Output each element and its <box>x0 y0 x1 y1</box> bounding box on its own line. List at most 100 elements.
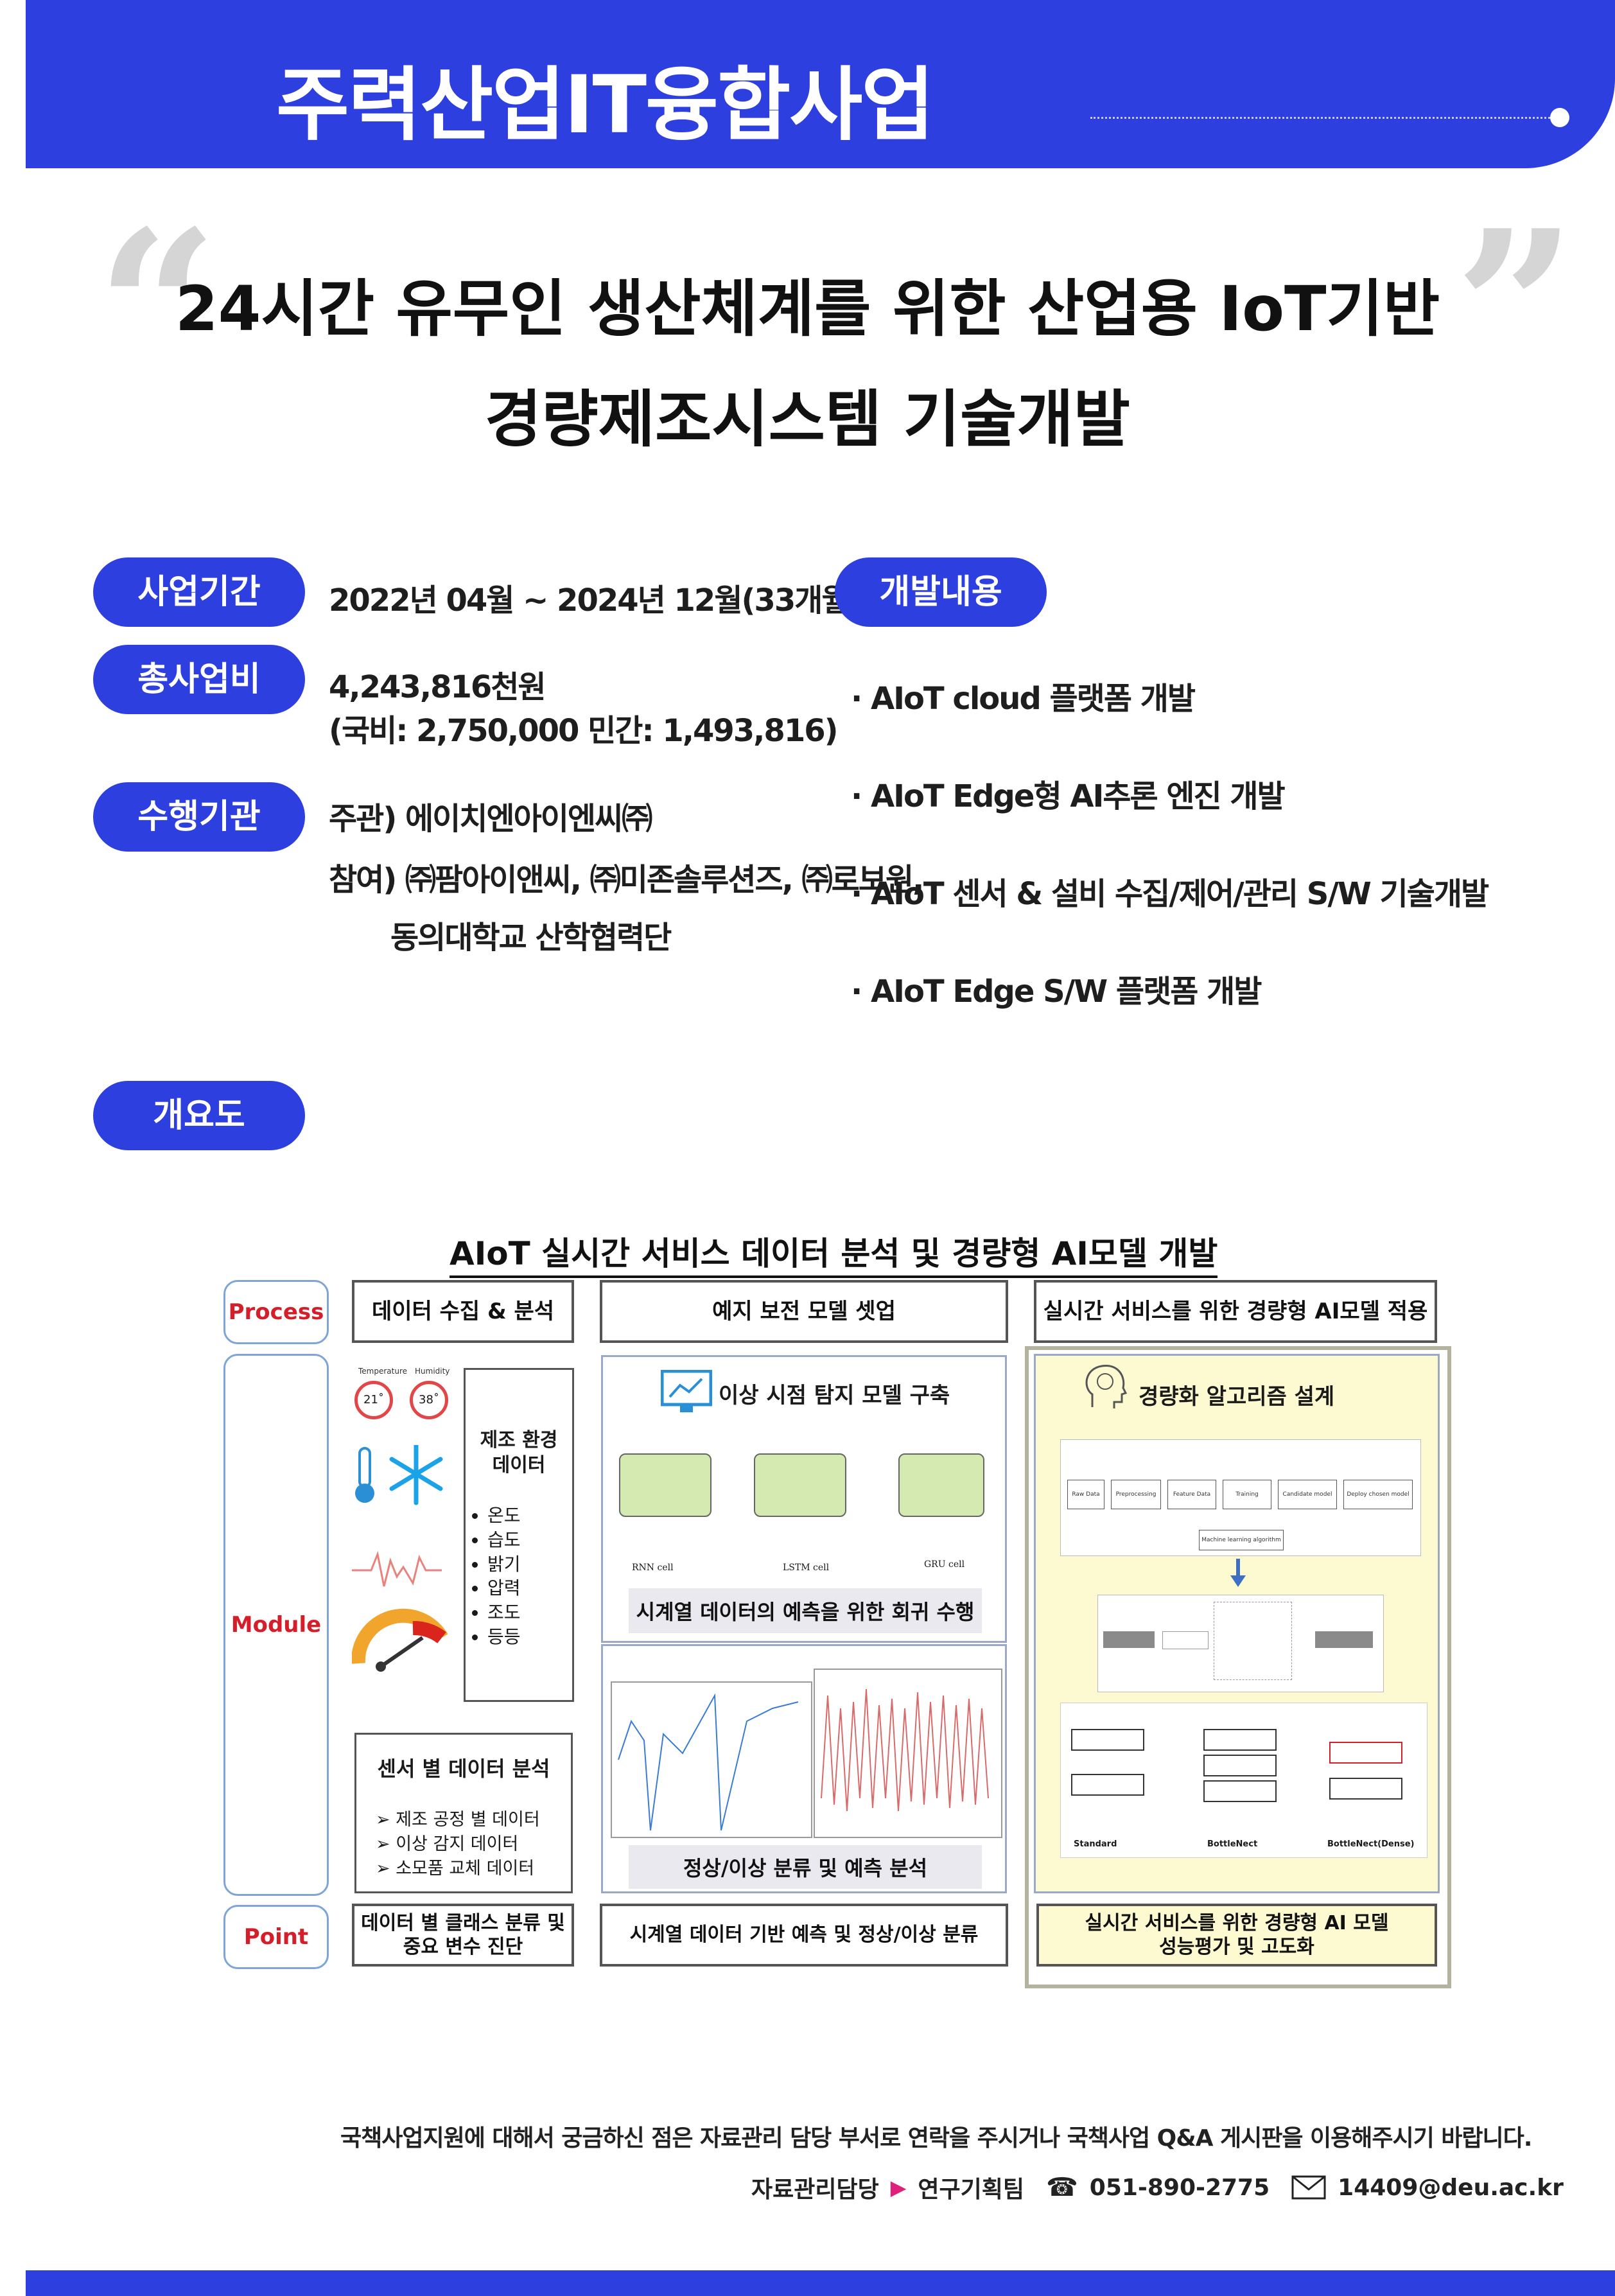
anomaly-title: 이상 시점 탐지 모델 구축 <box>719 1383 950 1408</box>
monitor-chart-icon <box>661 1370 712 1412</box>
row-label-process: Process <box>223 1280 329 1344</box>
cost-value: 4,243,816천원 <box>329 669 546 705</box>
gru-cell-diagram <box>898 1453 984 1517</box>
conv-block <box>1329 1778 1402 1800</box>
compression-block <box>1315 1631 1373 1648</box>
development-item: · AIoT cloud 플랫폼 개발 <box>851 681 1196 717</box>
close-quote-icon: ” <box>1454 184 1576 433</box>
compression-block <box>1214 1602 1292 1680</box>
net-label: BottleNect <box>1207 1839 1258 1849</box>
conv-block <box>1071 1729 1144 1751</box>
classification-caption: 정상/이상 분류 및 예측 분석 <box>629 1845 982 1889</box>
cell-label: RNN cell <box>632 1563 674 1573</box>
regression-caption: 시계열 데이터의 예측을 위한 회귀 수행 <box>629 1588 982 1633</box>
rnn-cell-diagram <box>619 1453 711 1517</box>
temperature-label: Temperature <box>358 1367 408 1376</box>
mail-icon <box>1291 2175 1326 2200</box>
phone-number[interactable]: 051-890-2775 <box>1089 2174 1270 2201</box>
org-lead: 주관) 에이치엔아이엔씨㈜ <box>329 801 652 837</box>
brain-head-icon <box>1085 1365 1128 1408</box>
snowflake-icon <box>389 1445 443 1505</box>
footer-note: 국책사업지원에 대해서 궁금하신 점은 자료관리 담당 부서로 연락을 주시거나… <box>340 2125 1532 2151</box>
period-label: 사업기간 <box>93 557 305 627</box>
pipeline-step: Training <box>1223 1480 1271 1509</box>
anomaly-model-panel: 이상 시점 탐지 모델 구축 RNN cell LSTM cell GRU ce… <box>601 1355 1007 1643</box>
pipeline-step: Feature Data <box>1167 1480 1216 1509</box>
sensor-analysis-box: 센서 별 데이터 분석 ➢ 제조 공정 별 데이터 ➢ 이상 감지 데이터 ➢ … <box>354 1733 573 1893</box>
email-link[interactable]: 14409@deu.ac.kr <box>1338 2174 1564 2201</box>
header-bar <box>26 0 1615 168</box>
sensor-icons: Temperature Humidity 21˚ 38˚ <box>352 1362 455 1734</box>
humidity-gauge-icon: 38˚ <box>410 1381 448 1419</box>
footer-bar <box>26 2270 1615 2296</box>
footer-contact: 자료관리담당 ▶ 연구기획팀 ☎ 051-890-2775 14409@deu.… <box>751 2171 1564 2204</box>
cost-detail: (국비: 2,750,000 민간: 1,493,816) <box>329 713 839 749</box>
temperature-gauge-icon: 21˚ <box>354 1381 393 1419</box>
env-item: 압력 <box>487 1576 572 1600</box>
point-box-2: 시계열 데이터 기반 예측 및 정상/이상 분류 <box>600 1904 1008 1967</box>
period-value: 2022년 04월 ~ 2024년 12월(33개월) <box>329 583 862 618</box>
org-label: 수행기관 <box>93 782 305 852</box>
cost-label: 총사업비 <box>93 645 305 714</box>
play-arrow-icon: ▶ <box>890 2175 907 2200</box>
conv-block <box>1203 1729 1277 1751</box>
env-item: 습도 <box>487 1528 572 1552</box>
compression-block <box>1162 1631 1209 1649</box>
sensor-icon-group <box>352 1445 448 1672</box>
development-item: · AIoT Edge S/W 플랫폼 개발 <box>851 974 1262 1010</box>
process-header-2: 예지 보전 모델 셋업 <box>600 1280 1008 1343</box>
env-data-title: 제조 환경 데이터 <box>480 1429 558 1477</box>
analysis-item: ➢ 소모품 교체 데이터 <box>376 1858 535 1879</box>
down-arrow-small-icon <box>1230 1559 1246 1587</box>
point-box-3: 실시간 서비스를 위한 경량형 AI 모델 성능평가 및 고도화 <box>1036 1904 1437 1967</box>
cell-label: LSTM cell <box>783 1563 830 1573</box>
net-label: BottleNect(Dense) <box>1327 1839 1415 1849</box>
pipeline-note: Machine learning algorithm <box>1199 1530 1284 1550</box>
pressure-gauge-icon <box>352 1608 448 1672</box>
page-title: 24시간 유무인 생산체계를 위한 산업용 IoT기반 경량제조시스템 기술개발 <box>161 254 1454 475</box>
env-item: 밝기 <box>487 1552 572 1577</box>
open-quote-icon: “ <box>96 184 218 433</box>
algo-title: 경량화 알고리즘 설계 <box>1139 1384 1335 1410</box>
dept-label: 자료관리담당 <box>751 2177 879 2203</box>
header-divider <box>1090 117 1554 119</box>
env-item: 등등 <box>487 1625 572 1649</box>
pipeline-step: Preprocessing <box>1111 1480 1161 1509</box>
env-item: 조도 <box>487 1600 572 1625</box>
header-dot <box>1550 108 1569 127</box>
analysis-item: ➢ 이상 감지 데이터 <box>376 1834 519 1854</box>
net-label: Standard <box>1074 1839 1117 1849</box>
cell-label: GRU cell <box>924 1559 965 1570</box>
diagram-title: AIoT 실시간 서비스 데이터 분석 및 경량형 AI모델 개발 <box>450 1228 1218 1278</box>
lightweight-model-frame <box>1025 1346 1451 1988</box>
pipeline-step: Raw Data <box>1067 1480 1104 1509</box>
model-compression-diagram <box>1097 1595 1384 1692</box>
humidity-label: Humidity <box>415 1367 450 1376</box>
development-item: · AIoT Edge형 AI추론 엔진 개발 <box>851 778 1286 814</box>
conv-block <box>1329 1742 1402 1764</box>
pipeline-step: Candidate model <box>1278 1480 1337 1509</box>
env-item: 온도 <box>487 1503 572 1528</box>
team-name: 연구기획팀 <box>918 2177 1024 2203</box>
conv-block <box>1203 1755 1277 1776</box>
row-label-module: Module <box>223 1354 329 1896</box>
pipeline-step: Deploy chosen model <box>1343 1480 1413 1509</box>
classification-panel: 정상/이상 분류 및 예측 분석 <box>601 1644 1007 1893</box>
ml-pipeline-diagram: Raw Data Preprocessing Feature Data Trai… <box>1060 1439 1421 1556</box>
lstm-cell-diagram <box>754 1453 846 1517</box>
compression-block <box>1103 1631 1155 1648</box>
env-data-box: 제조 환경 데이터 온도 습도 밝기 압력 조도 등등 <box>464 1368 574 1702</box>
point-box-1: 데이터 별 클래스 분류 및 중요 변수 진단 <box>352 1904 574 1967</box>
sensor-analysis-title: 센서 별 데이터 분석 <box>377 1757 550 1781</box>
org-partners-2: 동의대학교 산학협력단 <box>390 920 672 956</box>
process-header-1: 데이터 수집 & 분석 <box>352 1280 574 1343</box>
analysis-item: ➢ 제조 공정 별 데이터 <box>376 1810 540 1830</box>
development-label: 개발내용 <box>835 557 1047 627</box>
lightweight-model-panel: 경량화 알고리즘 설계 Raw Data Preprocessing Featu… <box>1034 1354 1440 1893</box>
overview-label: 개요도 <box>93 1081 305 1150</box>
title-line-1: 24시간 유무인 생산체계를 위한 산업용 IoT기반 <box>175 273 1440 345</box>
conv-block <box>1203 1780 1277 1802</box>
header-title: 주력산업IT융합사업 <box>276 59 934 152</box>
row-label-point: Point <box>223 1905 329 1969</box>
conv-block <box>1071 1774 1144 1796</box>
